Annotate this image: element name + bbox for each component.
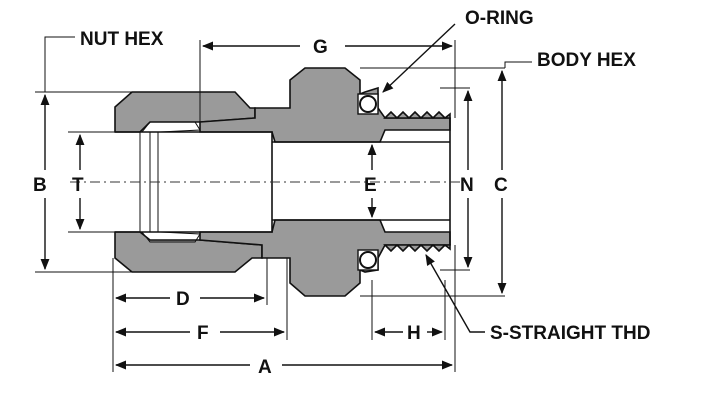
- label-nut-hex: NUT HEX: [80, 29, 164, 50]
- label-e: E: [364, 175, 377, 196]
- upper-ferrule: [140, 121, 201, 133]
- nut-hex-leader: [44, 36, 75, 92]
- dimension-lines: [40, 23, 532, 370]
- label-h: H: [407, 323, 421, 344]
- label-a: A: [258, 357, 272, 378]
- label-b: B: [33, 175, 47, 196]
- label-t: T: [72, 175, 84, 196]
- lower-oring: [359, 251, 377, 269]
- label-s-straight-thd: S-STRAIGHT THD: [490, 323, 650, 344]
- label-c: C: [494, 175, 508, 196]
- label-o-ring: O-RING: [465, 8, 534, 29]
- lower-thread-teeth: [383, 243, 451, 253]
- label-f: F: [197, 323, 209, 344]
- upper-oring: [359, 95, 377, 113]
- label-body-hex: BODY HEX: [537, 50, 636, 71]
- upper-thread-teeth: [383, 110, 451, 120]
- dimension-labels: NUT HEX G O-RING BODY HEX B T E N C D F …: [33, 8, 650, 378]
- s-thread-leader: [425, 254, 485, 333]
- body-lower-section: [199, 219, 451, 297]
- label-n: N: [460, 175, 474, 196]
- label-g: G: [313, 37, 328, 58]
- label-d: D: [176, 289, 190, 310]
- fitting-cross-section: [70, 67, 470, 297]
- extension-lines: [35, 40, 505, 372]
- oring-leader: [382, 23, 456, 93]
- body-hex-leader: [504, 61, 532, 68]
